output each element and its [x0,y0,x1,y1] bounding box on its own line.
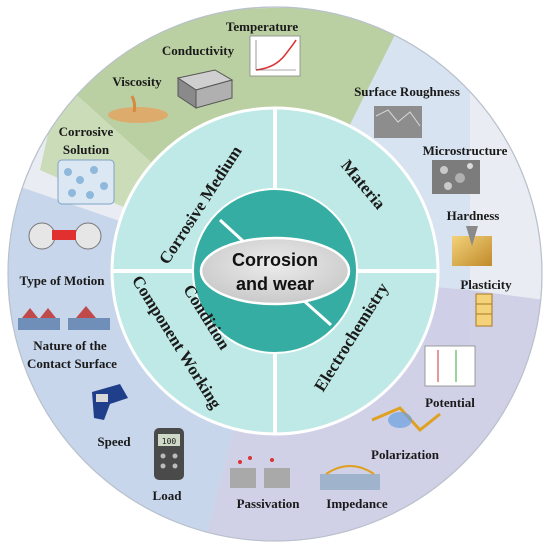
label-corrosive-solution-line2: Solution [63,142,110,157]
label-speed: Speed [97,434,131,449]
potential-graph-icon [424,345,476,387]
speed-gun-icon [92,384,128,420]
center-title-line1: Corrosion [232,250,318,270]
label-contact-surface-line2: Contact Surface [27,356,117,371]
center-title-line2: and wear [236,274,314,294]
load-meter-display: 100 [162,437,177,446]
hardness-image [452,226,492,266]
center-ellipse [199,236,351,306]
label-type-of-motion: Type of Motion [20,273,106,288]
label-microstructure: Microstructure [423,143,508,158]
contact-surface-image [18,306,110,330]
label-hardness: Hardness [447,208,500,223]
passivation-image [230,456,290,488]
surface-roughness-image [374,106,422,138]
microstructure-image [432,160,480,194]
load-meter-icon: 100 [154,428,184,480]
corrosive-solution-image [57,159,115,205]
label-conductivity: Conductivity [162,43,235,58]
polarization-image [371,406,441,433]
label-contact-surface-line1: Nature of the [33,338,107,353]
label-polarization: Polarization [371,447,440,462]
viscosity-drop-icon [108,95,168,123]
temperature-graph-icon [249,35,301,77]
label-surface-roughness: Surface Roughness [354,84,460,99]
conductivity-cell-icon [176,69,234,109]
label-potential: Potential [425,395,475,410]
label-plasticity: Plasticity [460,277,512,292]
label-passivation: Passivation [237,496,301,511]
label-viscosity: Viscosity [112,74,162,89]
label-temperature: Temperature [226,19,298,34]
plasticity-image [475,293,493,327]
label-load: Load [153,488,183,503]
type-of-motion-image [28,222,102,250]
impedance-image [320,465,380,490]
label-corrosive-solution-line1: Corrosive [59,124,114,139]
label-impedance: Impedance [326,496,388,511]
